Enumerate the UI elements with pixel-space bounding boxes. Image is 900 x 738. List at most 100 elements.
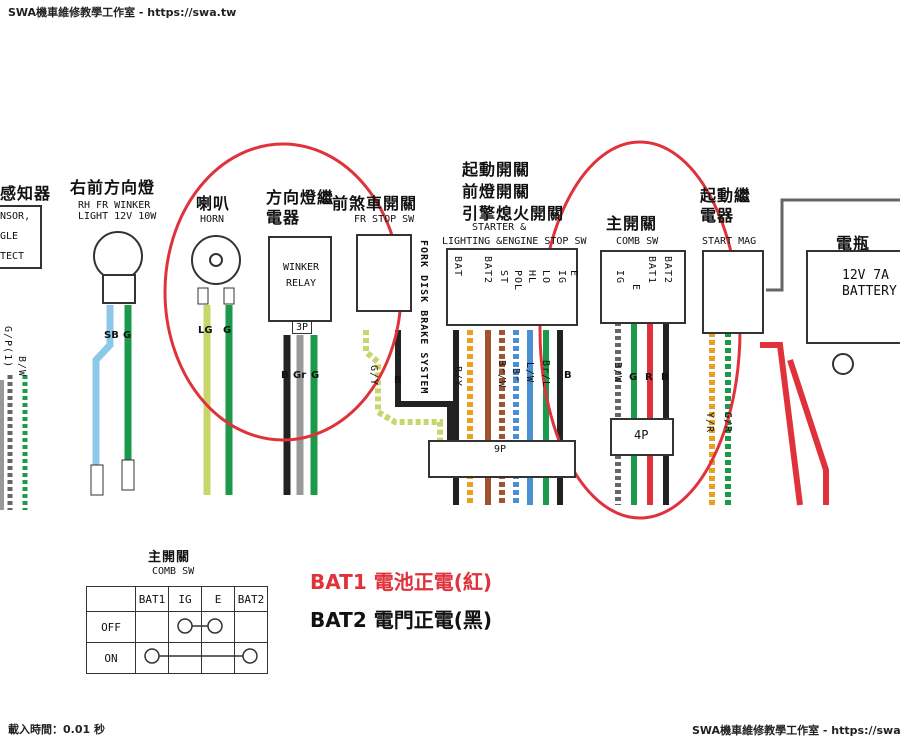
starter-relay-box [702, 250, 764, 334]
starter-wire-3: Br [510, 368, 521, 383]
connector-9p: 9P [428, 440, 576, 478]
col-ig: IG [168, 586, 202, 612]
legend-bat1: BAT1 電池正電(紅) [310, 570, 492, 594]
starter-pin-8: E [568, 270, 579, 278]
row-off: OFF [86, 611, 136, 643]
sensor-wire-gray [0, 380, 4, 510]
horn-term-2 [223, 287, 235, 305]
stopsw-wire-gy [363, 330, 443, 445]
fork-label: FORK DISK BRAKE SYSTEM [418, 240, 429, 395]
connector-4p: 4P [610, 418, 674, 456]
main-switch-wire-bw: B/W [612, 362, 623, 384]
battery-box: 12V 7A BATTERY [806, 250, 900, 344]
starter-pin-1: BAT [452, 256, 463, 278]
winker-relay-wire-b: B [281, 370, 289, 381]
starter-wire-5: Br/L [540, 360, 551, 389]
battery-lead-red-1 [760, 342, 803, 506]
starter-title-1: 起動開關 [462, 160, 531, 179]
fr-stop-wire-gy: G/Y [368, 365, 379, 387]
starter-pin-2: BAT2 [482, 256, 493, 285]
front-winker-title: 右前方向燈 [70, 178, 156, 197]
starter-relay-wire-yr: Y/R [704, 412, 715, 434]
sensor-line-3: TECT [0, 251, 25, 262]
switch-table-row: ON [86, 642, 268, 674]
front-winker-wire-sb: SB [104, 330, 119, 341]
main-switch-wire-g: G [629, 372, 638, 383]
starter-wire-4: L/W [524, 362, 535, 384]
starter-pin-6: LO [540, 270, 551, 285]
front-winker-wire-g: G [123, 330, 132, 341]
starter-box [446, 248, 578, 326]
winker-term-2 [121, 459, 135, 491]
starter-relay-label: START MAG [702, 236, 757, 247]
fr-stop-box [356, 234, 412, 312]
battery-title: 電瓶 [836, 234, 871, 253]
winker-relay-label: WINKER RELAY [282, 262, 320, 289]
col-bat1: BAT1 [135, 586, 169, 612]
legend-bat2: BAT2 電門正電(黑) [310, 608, 492, 632]
starter-label-2: LIGHTING &ENGINE STOP SW [442, 236, 587, 247]
starter-wire-2: Br/W [496, 360, 507, 389]
main-switch-title: 主開關 [606, 214, 658, 233]
main-switch-pin-ig: IG [614, 270, 625, 285]
main-switch-pin-e: E [630, 284, 641, 292]
connector-9p-label: 9P [494, 444, 507, 455]
winker-relay-wire-gr: Gr [293, 370, 307, 381]
starter-pin-3: ST [498, 270, 509, 285]
horn-label: HORN [200, 214, 225, 225]
sensor-wire-label-1: G/P(1) [2, 326, 13, 369]
winker-bulb-base [102, 274, 136, 304]
starter-wire-6: B [564, 370, 572, 381]
battery-lead-gray [766, 198, 900, 292]
battery-lead-red-2 [787, 359, 829, 505]
winker-relay-wire-g: G [311, 370, 320, 381]
fr-stop-wire-b: B [394, 375, 402, 386]
starter-title-2: 前燈開關 [462, 182, 531, 201]
battery-lug [832, 353, 854, 375]
front-winker-label: RH FR WINKER LIGHT 12V 10W [78, 200, 157, 222]
sensor-line-2: GLE [0, 231, 19, 242]
fr-stop-label: FR STOP SW [354, 214, 415, 225]
connector-4p-label: 4P [634, 428, 649, 442]
watermark-bottom-right: SWA機車維修教學工作室 - https://swa.tw [692, 724, 900, 737]
main-switch-pin-bat2: BAT2 [662, 256, 673, 285]
sensor-title: 感知器 [0, 184, 52, 203]
winker-bulb [93, 231, 143, 281]
starter-relay-title: 起動繼電器 [700, 186, 752, 225]
starter-wire-1: B/Y [452, 366, 463, 388]
sensor-line-1: NSOR, [0, 211, 31, 222]
main-switch-wire-r: R [645, 372, 653, 383]
winker-wire-sb [92, 305, 114, 470]
switch-table: BAT1 IG E BAT2 OFF ON [86, 586, 268, 674]
starter-relay-wire-gr: G/R [722, 412, 733, 434]
main-switch-label: COMB SW [616, 236, 659, 247]
horn-term-1 [197, 287, 209, 305]
sensor-box: NSOR, GLE TECT [0, 205, 42, 269]
starter-pin-7: IG [556, 270, 567, 285]
main-switch-pin-bat1: BAT1 [646, 256, 657, 285]
fr-stop-title: 前煞車開關 [332, 194, 418, 213]
horn-center [209, 253, 223, 267]
sensor-wire-label-2: B/W [16, 356, 27, 378]
winker-term-1 [90, 464, 104, 496]
switch-table-row: OFF [86, 611, 268, 643]
load-time: 載入時間：0.01 秒 [8, 723, 105, 736]
row-on: ON [86, 642, 136, 674]
horn-wire-lg: LG [198, 325, 213, 336]
battery-label: 12V 7A BATTERY [842, 268, 897, 299]
starter-pin-4: POL [512, 270, 523, 292]
main-switch-wire-b: B [661, 372, 669, 383]
col-e: E [201, 586, 235, 612]
main-switch-box [600, 250, 686, 324]
horn-title: 喇叭 [196, 194, 231, 213]
watermark-top: SWA機車維修教學工作室 - https://swa.tw [8, 6, 237, 19]
stopsw-wire-b [395, 330, 453, 445]
horn-wire-g: G [223, 325, 232, 336]
starter-pin-5: HL [526, 270, 537, 285]
winker-relay-box: WINKER RELAY [268, 236, 332, 322]
switch-table-header: BAT1 IG E BAT2 [86, 586, 268, 612]
winker-relay-connector: 3P [292, 321, 313, 334]
switch-table-title: 主開關 [148, 550, 191, 565]
switch-table-subtitle: COMB SW [152, 566, 195, 577]
starter-label-1: STARTER & [472, 222, 527, 233]
